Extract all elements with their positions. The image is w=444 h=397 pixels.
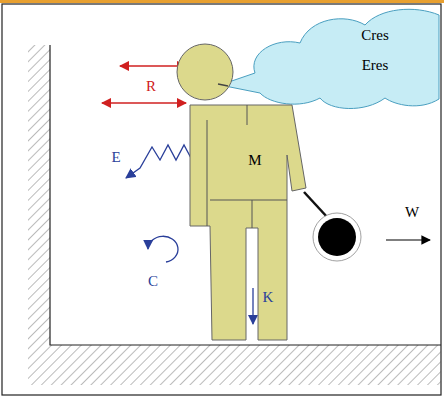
rope [304,192,328,218]
radiation-label: R [146,78,156,95]
frame [2,4,441,395]
evaporation-zigzag [126,145,200,178]
radiation-arrow [102,102,186,103]
ball-ring [313,213,361,261]
convection-label: C [148,273,158,290]
node-outline [215,3,441,115]
node-text: Cres [361,27,389,44]
work-label: W [405,204,419,221]
conduction-label: K [263,289,274,306]
convection-arrow [148,236,178,262]
node-text: M [248,152,261,169]
mouth [218,84,228,86]
conduction-arrow [252,288,253,324]
top-bar [0,0,444,3]
radiation-arrow [120,65,186,66]
node-outline [170,40,310,350]
work-arrow [386,239,430,240]
cloud-outline [220,9,439,108]
breath-cloud: CresEres [215,3,441,115]
body-seams [207,105,287,228]
head [177,44,233,100]
body-shape [190,105,306,340]
human-body: M [170,40,310,350]
evaporation-label: E [111,149,120,166]
weight-ball [318,218,356,256]
node-text: Eres [362,57,389,74]
